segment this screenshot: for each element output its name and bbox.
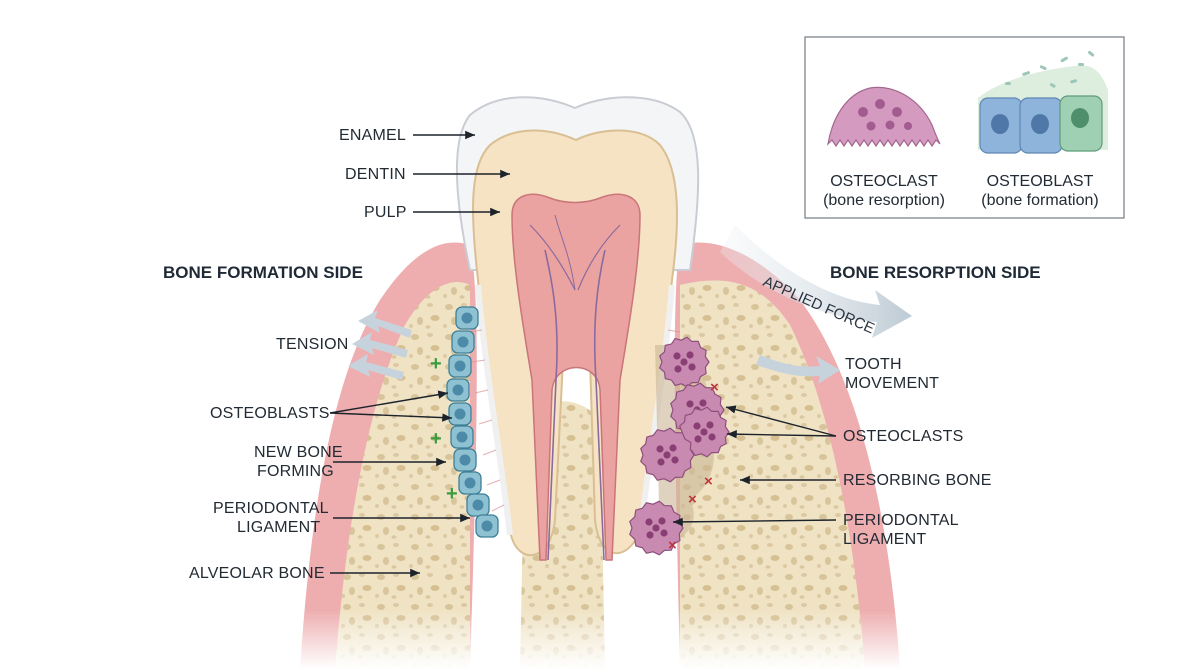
osteoclast-nucleus — [658, 517, 666, 525]
osteoclast-nucleus — [652, 524, 660, 532]
osteoblast-nucleus — [459, 454, 471, 466]
osteoblast-cells — [446, 306, 499, 538]
osteoclast-nucleus — [657, 458, 665, 466]
osteoclasts-label: OSTEOCLASTS — [843, 428, 963, 445]
osteoblast-nucleus — [481, 520, 493, 532]
resorbing-bone-label: RESORBING BONE — [843, 472, 992, 489]
osteoclast-nucleus — [646, 531, 654, 539]
osteoblast-nucleus — [464, 477, 476, 489]
enamel-label: ENAMEL — [339, 127, 406, 144]
osteoclast-legend-title: OSTEOCLAST — [830, 173, 938, 190]
osteoclast-nucleus — [660, 529, 668, 537]
osteoblasts-label: OSTEOBLASTS — [210, 405, 330, 422]
osteoblast-legend-title: OSTEOBLAST — [987, 173, 1094, 190]
alveolar-bone-label: ALVEOLAR BONE — [189, 565, 325, 582]
osteoblast-legend-icon — [978, 50, 1108, 154]
pdl-right-label-line2: LIGAMENT — [843, 531, 926, 548]
alveolar-bone-left — [335, 281, 470, 669]
tension-label: TENSION — [276, 336, 349, 353]
tooth-movement-arrow — [756, 355, 840, 384]
tension-arrows — [348, 310, 412, 380]
osteoblast-nucleus — [456, 431, 468, 443]
pulp — [511, 193, 641, 561]
pulp-label: PULP — [364, 204, 407, 221]
osteoclast-legend-subtitle: (bone resorption) — [823, 192, 945, 209]
osteoclast-nucleus — [699, 399, 707, 407]
osteoblast-nucleus — [472, 499, 484, 511]
cross-icon: × — [704, 473, 713, 490]
osteoblast-nucleus — [461, 312, 473, 324]
osteoclast-nucleus — [673, 352, 681, 360]
osteoclast-nucleus — [680, 358, 688, 366]
osteoclast-nucleus — [669, 444, 677, 452]
osteoblast-nucleus — [454, 360, 466, 372]
new-bone-label-line2: FORMING — [257, 463, 334, 480]
osteoclast-legend-icon — [827, 86, 941, 148]
osteoclast-nucleus — [686, 400, 694, 408]
pdl-left-label-line2: LIGAMENT — [237, 519, 320, 536]
plus-icon: + — [430, 428, 442, 450]
osteoblast-nucleus — [452, 384, 464, 396]
plus-icon: + — [446, 483, 458, 505]
osteoclast-nucleus — [688, 363, 696, 371]
tooth-movement-label-line2: MOVEMENT — [845, 375, 939, 392]
osteoclast-nucleus — [693, 422, 701, 430]
dentin-label: DENTIN — [345, 166, 406, 183]
pdl-right-label-line1: PERIODONTAL — [843, 512, 959, 529]
bone-formation-markers: + + + — [430, 353, 458, 505]
osteoclast-nucleus — [671, 456, 679, 464]
alveolar-bone-right — [680, 280, 865, 669]
cell-legend-inset: OSTEOCLAST (bone resorption) OSTEOBLAST … — [804, 36, 1125, 219]
osteoclast-nucleus — [686, 351, 694, 359]
osteoclast-nucleus — [663, 451, 671, 459]
new-bone-label-line1: NEW BONE — [254, 444, 343, 461]
osteoblast-nucleus — [457, 336, 469, 348]
cross-icon: × — [710, 379, 719, 396]
osteoclast-cells — [629, 336, 730, 556]
osteoclast-nucleus — [700, 428, 708, 436]
bone-formation-side-heading: BONE FORMATION SIDE — [163, 263, 363, 282]
cross-icon: × — [668, 537, 677, 554]
tooth-movement-label-line1: TOOTH — [845, 356, 902, 373]
osteoclast-nucleus — [674, 365, 682, 373]
osteoclast-nucleus — [656, 445, 664, 453]
osteoclast-nucleus — [645, 518, 653, 526]
osteoclast-nucleus — [694, 435, 702, 443]
osteoblast-legend-subtitle: (bone formation) — [981, 192, 1098, 209]
osteoclast-nucleus — [708, 433, 716, 441]
osteoclast-nucleus — [706, 421, 714, 429]
cross-icon: × — [688, 491, 697, 508]
plus-icon: + — [430, 353, 442, 375]
pdl-left-label-line1: PERIODONTAL — [213, 500, 329, 517]
bone-resorption-side-heading: BONE RESORPTION SIDE — [830, 263, 1041, 282]
resorption-markers: × × × × — [668, 379, 719, 554]
osteoblast-nucleus — [454, 408, 466, 420]
